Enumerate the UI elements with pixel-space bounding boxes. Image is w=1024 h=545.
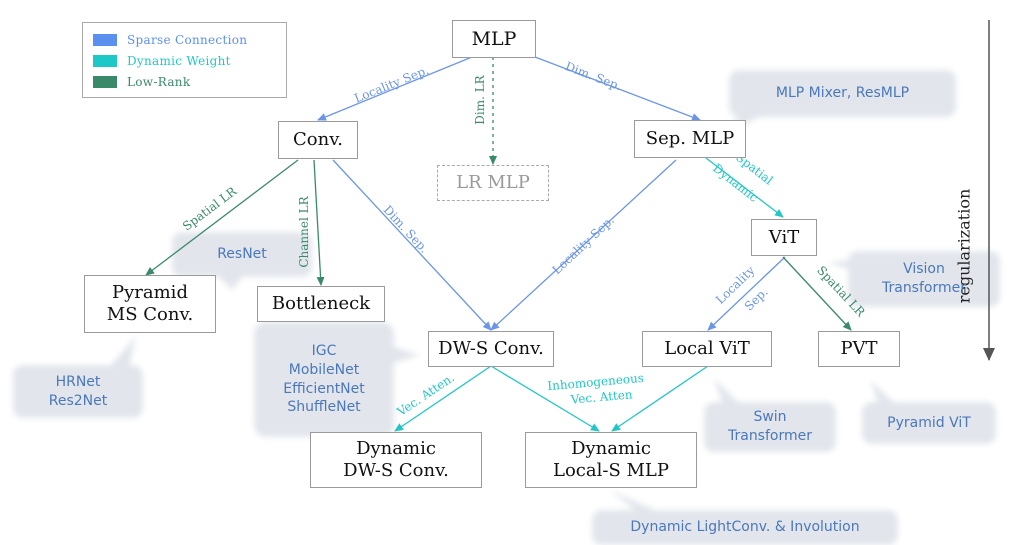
edge-mlp-sepmlp <box>534 56 701 121</box>
legend-item-sparse: Sparse Connection <box>93 31 247 49</box>
edge-sepmlp-dws <box>490 159 677 331</box>
node-lr-mlp: LR MLP <box>437 165 549 201</box>
node-local-vit: Local ViT <box>642 331 772 367</box>
callout-shape-vision-transformer <box>828 251 1000 307</box>
node-pvt: PVT <box>818 331 900 367</box>
callout-igc: IGC MobileNet EfficientNet ShuffleNet <box>283 342 365 416</box>
callout-shape-swin <box>704 378 836 452</box>
callout-shape-igc <box>254 322 420 437</box>
callout-dynamic-lightconv: Dynamic LightConv. & Involution <box>630 519 860 536</box>
edge-label-channel-lr: Channel LR <box>297 195 311 267</box>
node-pyramid-ms-conv: Pyramid MS Conv. <box>84 275 216 333</box>
callout-pyramid-vit: Pyramid ViT <box>887 414 971 431</box>
legend: Sparse Connection Dynamic Weight Low-Ran… <box>82 22 287 98</box>
callout-mlp-mixer: MLP Mixer, ResMLP <box>775 85 910 102</box>
callout-swin: Swin Transformer <box>727 409 812 444</box>
legend-item-dynamic: Dynamic Weight <box>93 52 231 70</box>
node-conv: Conv. <box>278 121 358 159</box>
node-vit: ViT <box>751 219 817 256</box>
callout-shape-resnet <box>172 232 312 290</box>
callout-shape-pyramid-vit <box>862 380 996 444</box>
edge-dws-dynlocal <box>490 365 600 432</box>
legend-label-dynamic: Dynamic Weight <box>127 54 231 68</box>
edge-sepmlp-vit <box>705 157 784 218</box>
node-bottleneck: Bottleneck <box>257 286 385 322</box>
callout-vision-transformer: Vision Transformer <box>881 261 966 296</box>
callout-resnet: ResNet <box>217 246 267 263</box>
edge-label-dim-lr: Dim. LR <box>473 74 487 124</box>
node-dynamic-local-s-mlp: Dynamic Local-S MLP <box>525 432 697 488</box>
edges <box>145 56 852 432</box>
node-mlp: MLP <box>452 20 536 58</box>
legend-swatch-lowrank <box>93 76 117 88</box>
edge-conv-dws <box>332 159 492 331</box>
node-dynamic-dws-conv: Dynamic DW-S Conv. <box>310 432 482 488</box>
edge-localvit-dynlocal <box>611 365 709 432</box>
edge-label-inhomo-vec-atten: Vec. Atten <box>569 387 633 406</box>
edge-conv-pyramid <box>145 159 299 276</box>
edge-conv-bottleneck <box>313 159 325 286</box>
callout-shape-hrnet <box>13 336 143 418</box>
edge-vit-pvt <box>782 256 852 331</box>
edge-mlp-conv <box>317 56 473 121</box>
edge-dws-dyndws <box>394 365 492 432</box>
legend-item-lowrank: Low-Rank <box>93 73 190 91</box>
callout-shape-dynamic-lightconv <box>592 490 898 545</box>
edge-label-dim-sep: Dim. Sep. <box>563 59 623 93</box>
callout-hrnet: HRNet Res2Net <box>48 373 108 409</box>
legend-swatch-dynamic <box>93 55 117 67</box>
legend-swatch-sparse <box>93 34 117 46</box>
edge-label-conv-dim-sep: Dim. Sep. <box>381 203 432 256</box>
edge-label-sepmlp-locality-sep: Locality Sep. <box>550 213 617 277</box>
edge-vit-localvit <box>707 256 786 331</box>
node-dws-conv: DW-S Conv. <box>428 331 554 367</box>
callout-shapes <box>13 70 1000 545</box>
legend-label-lowrank: Low-Rank <box>127 75 191 89</box>
node-sep-mlp: Sep. MLP <box>634 120 746 158</box>
edge-label-locality-sep2: Sep. <box>742 285 771 314</box>
edge-label-locality-sep: Locality Sep. <box>352 63 430 106</box>
legend-label-sparse: Sparse Connection <box>127 33 248 47</box>
